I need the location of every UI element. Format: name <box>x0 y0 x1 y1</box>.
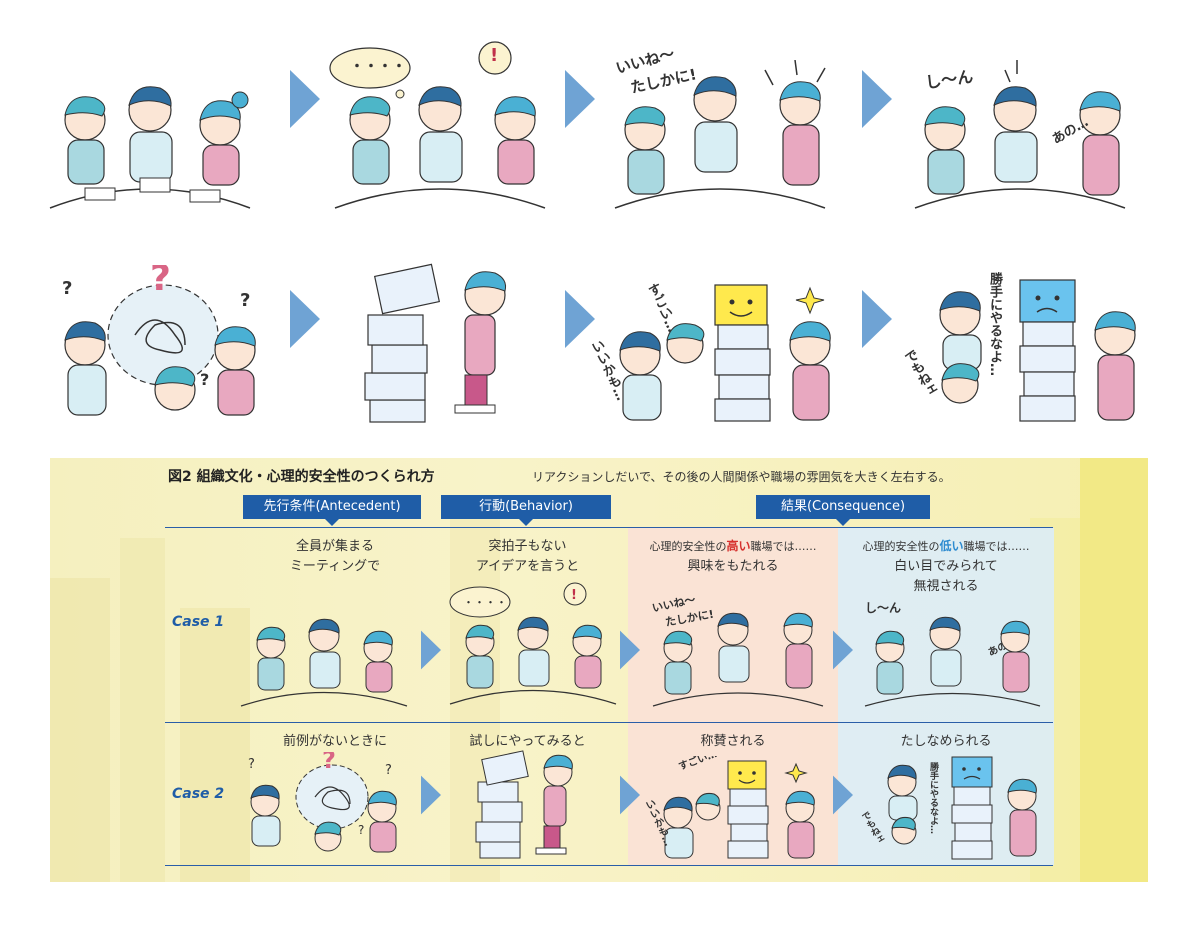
flow-arrow-icon <box>862 70 892 128</box>
svg-text:?: ? <box>150 265 171 299</box>
svg-text:すごい…: すごい… <box>677 756 719 773</box>
meeting-panel-3 <box>614 60 826 209</box>
svg-text:?: ? <box>248 757 255 772</box>
flow-arrow-icon <box>862 290 892 348</box>
case2-high-result: 称賛される <box>700 734 766 749</box>
flow-arrow-icon <box>290 70 320 128</box>
case1-behavior: 突拍子もない アイデアを言うと <box>475 539 580 574</box>
case2-confused-mini: ? ? ? ? <box>248 752 397 853</box>
bottom-divider <box>165 865 1053 866</box>
mini-speech-katteni: 勝手にやるなよ… <box>928 762 938 834</box>
case1-meeting-mini <box>240 618 408 707</box>
flow-arrow-icon <box>421 630 441 670</box>
scolded-panel <box>939 279 1136 422</box>
question-mark: ? <box>62 278 73 299</box>
flow-arrow-icon <box>833 630 853 670</box>
speech-katteni: 勝手にやるなよ… <box>987 272 1002 376</box>
stacking-boxes-panel <box>364 263 506 423</box>
praised-panel <box>619 284 831 422</box>
flow-arrow-icon <box>620 775 640 815</box>
svg-text:!: ! <box>571 588 577 603</box>
consequence-header: 結果(Consequence) <box>756 495 930 526</box>
antecedent-header: 先行条件(Antecedent) <box>243 495 421 526</box>
case1-label: Case 1 <box>172 614 225 630</box>
figure-title: 図2 組織文化・心理的安全性のつくられ方 <box>168 469 435 485</box>
svg-text:・・・・: ・・・・ <box>463 596 507 609</box>
meeting-panel-4 <box>914 60 1126 209</box>
flow-arrow-icon <box>565 70 595 128</box>
case1-interest-mini: いいね〜 たしかに! <box>651 593 824 707</box>
case1-antecedent: 全員が集まる ミーティングで <box>289 539 381 574</box>
svg-text:し〜ん: し〜ん <box>865 601 901 615</box>
behavior-header: 行動(Behavior) <box>441 495 611 526</box>
question-mark: ? <box>240 290 251 311</box>
thinking-dots: ・・・・ <box>350 59 406 75</box>
case1-idea-mini: ! ・・・・ <box>449 582 617 705</box>
svg-text:?: ? <box>385 763 392 778</box>
case1-ignored-mini: し〜ん あの… <box>864 601 1041 707</box>
low-safety-heading: 心理的安全性の低い職場では…… <box>862 539 1030 553</box>
header-divider <box>165 527 1053 528</box>
case2-behavior: 試しにやってみると <box>469 734 586 749</box>
figure-caption: リアクションしだいで、その後の人間関係や職場の雰囲気を大きく左右する。 <box>532 470 951 484</box>
exclaim-mark: ! <box>490 45 499 66</box>
case1-low-result: 白い目でみられて 無視される <box>894 559 998 594</box>
flow-arrow-icon <box>565 290 595 348</box>
svg-text:?: ? <box>358 823 364 837</box>
flow-arrow-icon <box>290 290 320 348</box>
confused-panel: ? <box>64 265 256 416</box>
case1-high-result: 興味をもたれる <box>687 559 779 574</box>
svg-text:?: ? <box>322 752 336 774</box>
case-divider <box>165 722 1053 723</box>
high-safety-heading: 心理的安全性の高い職場では…… <box>649 539 817 553</box>
flow-arrow-icon <box>833 775 853 815</box>
flow-arrow-icon <box>620 630 640 670</box>
question-mark: ? <box>200 370 210 389</box>
case2-label: Case 2 <box>172 786 225 802</box>
case2-low-result: たしなめられる <box>900 734 992 749</box>
case2-scolded-mini <box>887 756 1037 860</box>
case2-trying-mini <box>475 750 573 859</box>
case2-praised-mini: すごい… <box>663 756 815 859</box>
meeting-panel-2 <box>329 41 546 209</box>
case2-antecedent: 前例がないときに <box>282 734 387 749</box>
meeting-panel-1 <box>49 86 251 209</box>
flow-arrow-icon <box>421 775 441 815</box>
